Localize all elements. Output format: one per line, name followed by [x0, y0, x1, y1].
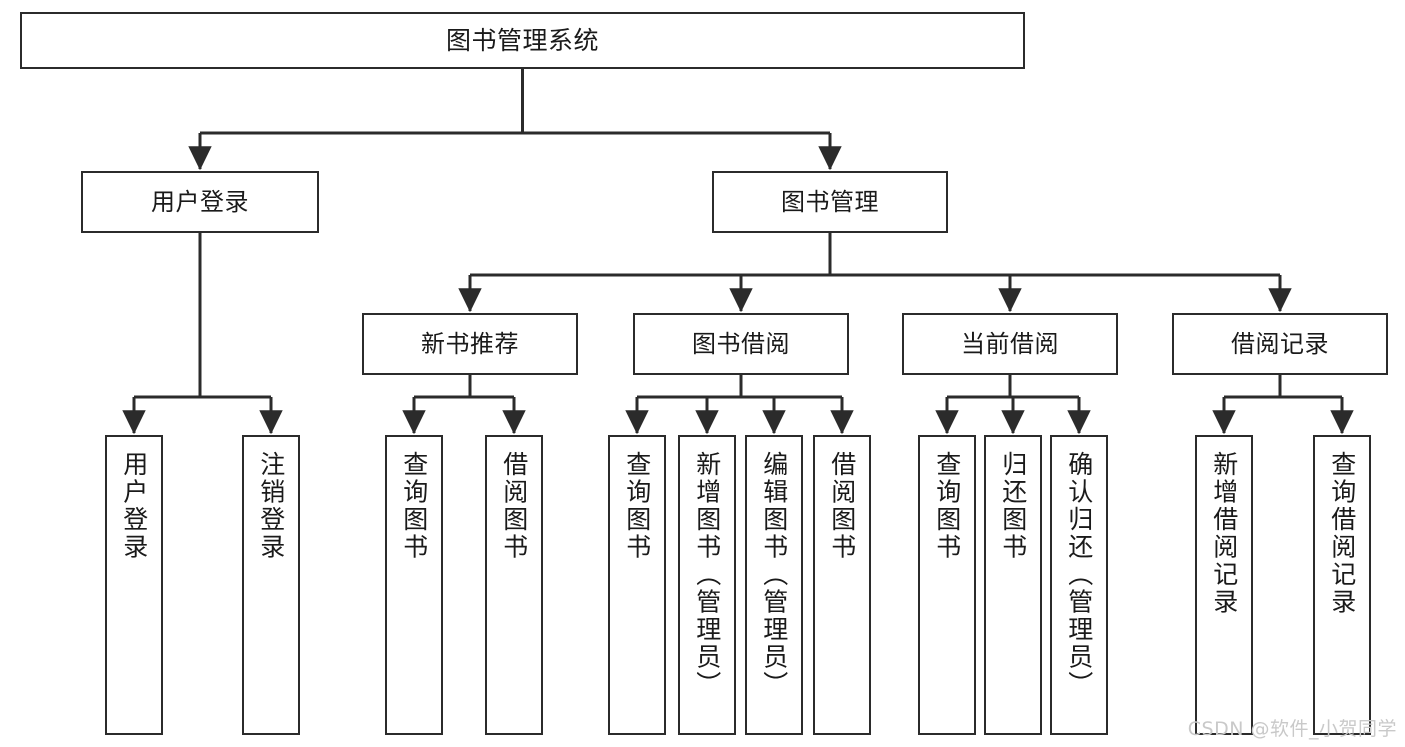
node-label-l2-current: 当前借阅 — [961, 329, 1059, 358]
node-l1-login[interactable]: 用户登录 — [81, 171, 319, 233]
node-l3-query3[interactable]: 查询图书 — [918, 435, 976, 735]
node-label-l3-confirm: 确认归还（管理员） — [1064, 451, 1094, 699]
node-label-l3-query3: 查询图书 — [932, 451, 962, 561]
node-label-l3-borrow1: 借阅图书 — [499, 451, 529, 561]
node-l2-newrec[interactable]: 新书推荐 — [362, 313, 578, 375]
node-root[interactable]: 图书管理系统 — [20, 12, 1025, 69]
node-l3-userlogin[interactable]: 用户登录 — [105, 435, 163, 735]
node-label-l3-queryrec: 查询借阅记录 — [1327, 451, 1357, 616]
node-label-l2-borrow: 图书借阅 — [692, 329, 790, 358]
node-l1-books[interactable]: 图书管理 — [712, 171, 948, 233]
watermark-text: CSDN @软件_小贺同学 — [1187, 718, 1397, 740]
node-l3-borrow1[interactable]: 借阅图书 — [485, 435, 543, 735]
node-l3-queryrec[interactable]: 查询借阅记录 — [1313, 435, 1371, 735]
node-label-l3-query1: 查询图书 — [399, 451, 429, 561]
node-l3-logout[interactable]: 注销登录 — [242, 435, 300, 735]
node-l3-confirm[interactable]: 确认归还（管理员） — [1050, 435, 1108, 735]
node-l3-query2[interactable]: 查询图书 — [608, 435, 666, 735]
node-l3-addbook[interactable]: 新增图书（管理员） — [678, 435, 736, 735]
node-l2-history[interactable]: 借阅记录 — [1172, 313, 1388, 375]
node-l2-current[interactable]: 当前借阅 — [902, 313, 1118, 375]
node-label-l1-login: 用户登录 — [151, 187, 249, 216]
node-l2-borrow[interactable]: 图书借阅 — [633, 313, 849, 375]
node-label-l3-return: 归还图书 — [998, 451, 1028, 561]
node-label-l3-query2: 查询图书 — [622, 451, 652, 561]
node-l3-borrow2[interactable]: 借阅图书 — [813, 435, 871, 735]
node-label-l3-addrec: 新增借阅记录 — [1209, 451, 1239, 616]
node-label-l2-newrec: 新书推荐 — [421, 329, 519, 358]
node-label-l3-editbook: 编辑图书（管理员） — [759, 451, 789, 699]
node-label-l3-logout: 注销登录 — [256, 451, 286, 561]
node-label-l3-userlogin: 用户登录 — [119, 451, 149, 561]
node-l3-query1[interactable]: 查询图书 — [385, 435, 443, 735]
node-label-l3-addbook: 新增图书（管理员） — [692, 451, 722, 699]
node-l3-editbook[interactable]: 编辑图书（管理员） — [745, 435, 803, 735]
node-label-l2-history: 借阅记录 — [1231, 329, 1329, 358]
node-l3-return[interactable]: 归还图书 — [984, 435, 1042, 735]
node-label-l3-borrow2: 借阅图书 — [827, 451, 857, 561]
node-label-root: 图书管理系统 — [445, 25, 599, 55]
node-label-l1-books: 图书管理 — [781, 187, 879, 216]
node-l3-addrec[interactable]: 新增借阅记录 — [1195, 435, 1253, 735]
